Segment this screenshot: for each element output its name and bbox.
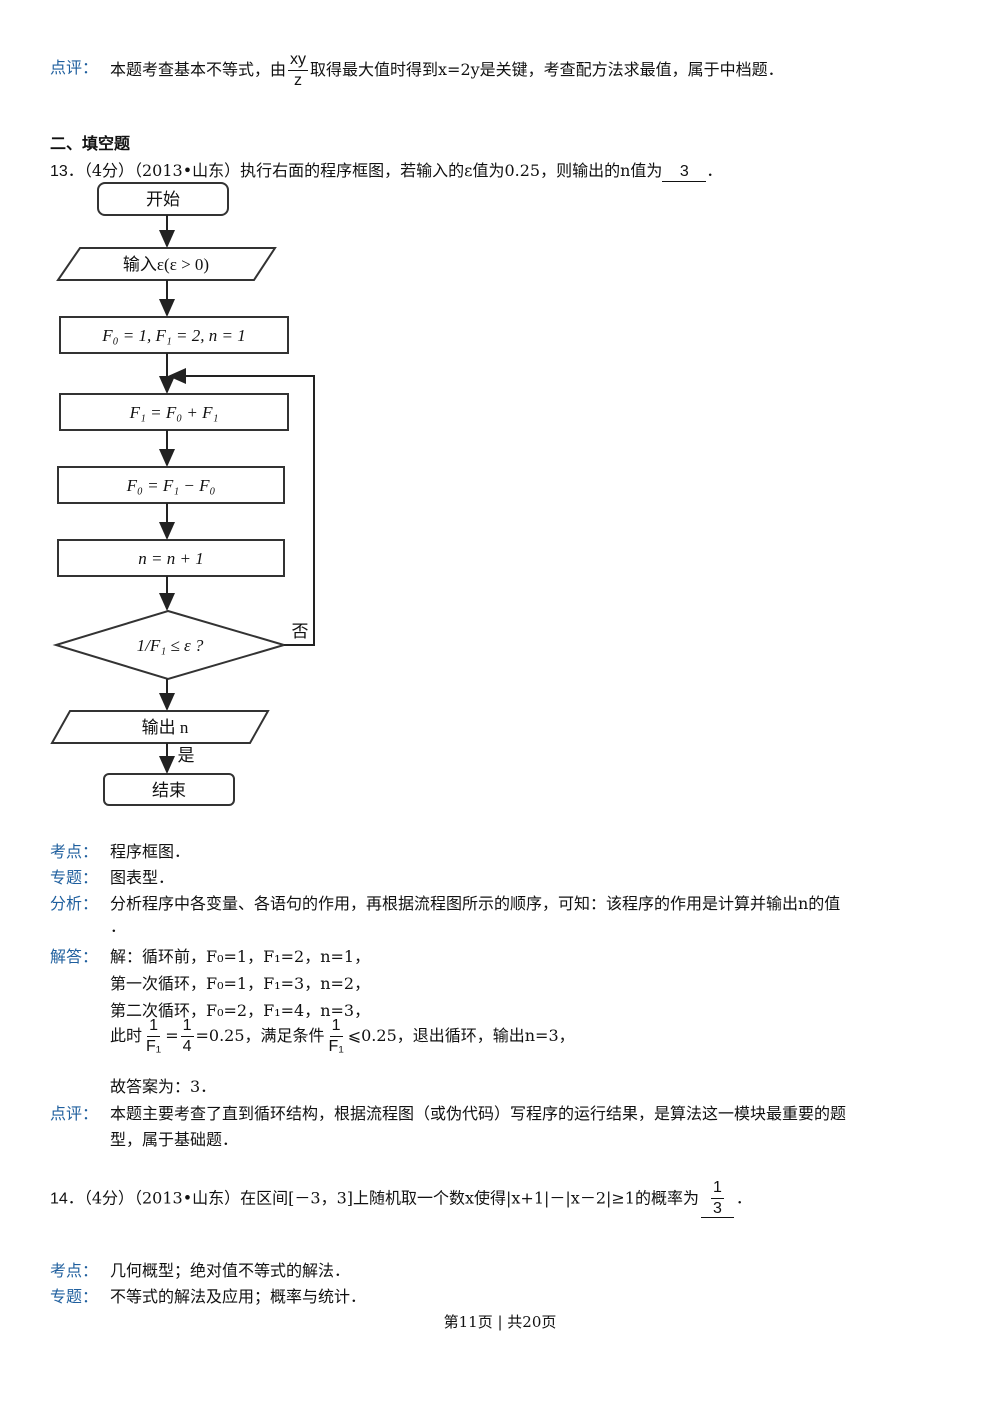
no-label: 否 <box>292 622 309 641</box>
question-14-stem: 14．（4分）（2013•山东）在区间[－3，3]上随机取一个数x使得|x+1|… <box>50 1180 752 1218</box>
frac-den: 4 <box>182 1038 192 1055</box>
text: = <box>165 1026 179 1045</box>
question-number: 14． <box>50 1190 84 1208</box>
frac-num: 1 <box>147 1018 161 1037</box>
end-box <box>103 773 235 806</box>
question-number: 13． <box>50 163 84 180</box>
init-box <box>59 316 289 354</box>
frac-num: 1 <box>710 1180 724 1199</box>
solution-line-3: 第二次循环，F₀=2，F₁=4，n=3， <box>110 1001 371 1020</box>
start-box <box>97 182 229 216</box>
fenxi-end: ． <box>110 917 127 936</box>
step3-label: n = n + 1 <box>138 549 203 568</box>
review-line-1: 本题主要考查了直到循环结构，根据流程图（或伪代码）写程序的运行结果，是算法这一模… <box>110 1104 847 1123</box>
question-end: ． <box>706 161 723 180</box>
solution-line-2: 第一次循环，F₀=1，F₁=3，n=2， <box>110 974 371 993</box>
zhuanti-label: 专题： <box>50 1287 99 1306</box>
fenxi-label: 分析： <box>50 894 99 913</box>
output-box <box>50 710 270 744</box>
program-flowchart: 开始 输入ε(ε > 0) F₀ = 1, F₁ = 2, n = 1 F₁ =… <box>50 182 315 806</box>
frac-num: 1 <box>180 1018 194 1037</box>
page-footer: 第11页 | 共20页 <box>443 1313 557 1331</box>
input-label: 输入ε(ε > 0) <box>123 255 209 274</box>
zhuanti-text: 图表型． <box>110 868 175 887</box>
review-text-b: 取得最大值时得到x=2y是关键，考查配方法求最值，属于中档题． <box>310 60 784 79</box>
review-label: 点评： <box>50 58 99 77</box>
question-text: （4分）（2013•山东）在区间[－3，3]上随机取一个数x使得|x+1|－|x… <box>83 1188 699 1208</box>
step1-label: F₁ = F₀ + F₁ <box>129 403 219 422</box>
input-box <box>56 247 277 281</box>
start-label: 开始 <box>146 190 180 209</box>
jieda-label: 解答： <box>50 947 99 966</box>
step2-box <box>57 466 285 504</box>
text: 此时 <box>110 1026 143 1045</box>
answer-blank: 3 <box>662 163 707 182</box>
frac-den: z <box>294 72 303 89</box>
loop-back-arrow <box>168 368 315 646</box>
step2-label: F₀ = F₁ − F₀ <box>126 476 216 495</box>
review-label: 点评： <box>50 1104 99 1123</box>
step3-box <box>57 539 285 577</box>
yes-label: 是 <box>178 746 195 765</box>
kaodian-label: 考点： <box>50 842 99 861</box>
text: =0.25，满足条件 <box>195 1026 325 1045</box>
frac-num: 1 <box>329 1018 343 1037</box>
step1-box <box>59 393 289 431</box>
end-label: 结束 <box>152 781 186 800</box>
kaodian-text: 程序框图． <box>110 842 191 861</box>
zhuanti-text: 不等式的解法及应用；概率与统计． <box>110 1287 367 1306</box>
solution-line-5: 故答案为：3． <box>110 1077 217 1096</box>
frac-num: xy <box>288 52 309 71</box>
frac-den: 3 <box>712 1200 722 1217</box>
question-text: （4分）（2013•山东）执行右面的程序框图，若输入的ε值为0.25，则输出的n… <box>83 161 663 180</box>
output-label: 输出 n <box>142 718 189 737</box>
text: ⩽0.25，退出循环，输出n=3， <box>347 1026 575 1045</box>
condition-label: 1/F₁ ≤ ε ? <box>137 636 204 655</box>
review-text-a: 本题考查基本不等式，由 <box>110 60 287 79</box>
kaodian-text: 几何概型；绝对值不等式的解法． <box>110 1261 351 1280</box>
zhuanti-label: 专题： <box>50 868 99 887</box>
frac-den: F₁ <box>328 1038 344 1055</box>
frac-den: F₁ <box>146 1038 162 1055</box>
kaodian-label: 考点： <box>50 1261 99 1280</box>
question-end: ． <box>735 1188 752 1208</box>
question-13-stem: 13．（4分）（2013•山东）执行右面的程序框图，若输入的ε值为0.25，则输… <box>50 157 722 182</box>
section-title: 二、填空题 <box>50 134 131 153</box>
fenxi-text: 分析程序中各变量、各语句的作用，再根据流程图所示的顺序，可知：该程序的作用是计算… <box>110 894 841 913</box>
solution-line-1: 解：循环前，F₀=1，F₁=2，n=1， <box>110 947 371 966</box>
init-label: F₀ = 1, F₁ = 2, n = 1 <box>101 326 246 345</box>
review-line-2: 型，属于基础题． <box>110 1130 239 1149</box>
